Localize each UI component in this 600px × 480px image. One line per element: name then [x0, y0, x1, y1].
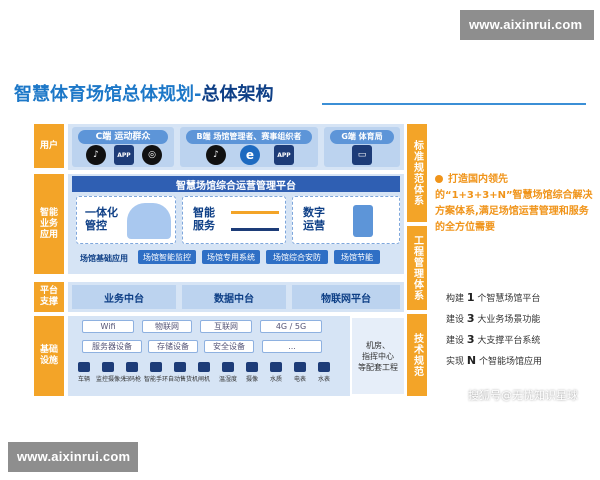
rail-engineering: 工程管理体系 — [407, 226, 427, 310]
tiktok-icon: ♪ — [206, 145, 226, 165]
ie-icon: e — [240, 145, 260, 165]
infra-storage: 存储设备 — [148, 340, 198, 353]
infra-security: 安全设备 — [204, 340, 254, 353]
highlight-text: 打造国内领先的“1+3+3+N”智慧场馆综合解决方案体系,满足场馆运营管理和服务… — [435, 174, 593, 233]
chip-security: 场馆综合安防 — [266, 250, 328, 264]
slide-title: 智慧体育场馆总体规划-总体架构 — [14, 84, 274, 105]
gate-icon — [231, 211, 279, 231]
card-g-end: G端 体育局 ▭ — [324, 127, 400, 167]
business-middle: 业务中台 — [72, 285, 176, 309]
turnstile-icon: 闸机 — [192, 362, 216, 383]
bullet-icon — [435, 175, 443, 183]
thermometer-icon: 温湿度 — [216, 362, 240, 383]
architecture-slide: 智慧体育场馆总体规划-总体架构 用户 智能 业务 应用 平台 支撑 基础 设施 … — [0, 70, 600, 406]
infra-server: 服务器设备 — [82, 340, 142, 353]
infra-iot: 物联网 — [142, 320, 192, 333]
label-infra: 基础 设施 — [34, 316, 64, 396]
app-icon: APP — [114, 145, 134, 165]
card-b-end: B端 场馆管理者、赛事组织者 ♪ e APP — [180, 127, 318, 167]
module-digital-ops: 数字 运营 — [292, 196, 400, 244]
platform-bar: 智慧场馆综合运营管理平台 — [72, 176, 400, 192]
video-icon: 摄像 — [240, 362, 264, 383]
camera-icon: 监控摄像头 — [96, 362, 126, 383]
chip-energy: 场馆节能 — [334, 250, 380, 264]
stat-item: 建设 3 大业务场景功能 — [446, 312, 541, 325]
scanner-icon: 扫码枪 — [120, 362, 144, 383]
vehicle-icon: 车辆 — [72, 362, 96, 383]
label-user: 用户 — [34, 124, 64, 168]
display-icon: ▭ — [352, 145, 372, 165]
watermark-top: www.aixinrui.com — [460, 10, 594, 40]
card-c-end: C端 运动群众 ♪ APP ◎ — [72, 127, 174, 167]
wristband-icon: 智能手环 — [144, 362, 168, 383]
stats-list: 构建 1 个智慧场馆平台 建设 3 大业务场景功能 建设 3 大支撑平台系统 实… — [446, 288, 542, 372]
data-middle: 数据中台 — [182, 285, 286, 309]
basic-apps-label: 场馆基础应用 — [80, 254, 128, 263]
app-icon: APP — [274, 145, 294, 165]
meter-icon: 电表 — [288, 362, 312, 383]
tiktok-icon: ♪ — [86, 145, 106, 165]
module-integrated-control: 一体化 管控 — [76, 196, 176, 244]
water-quality-icon: 水质 — [264, 362, 288, 383]
phone-icon — [353, 205, 373, 237]
chip-special-system: 场馆专用系统 — [202, 250, 260, 264]
module-smart-service: 智能 服务 — [182, 196, 286, 244]
vending-icon: 自动售货机 — [168, 362, 198, 383]
wechat-icon: ◎ — [142, 145, 162, 165]
signature: 搜狐号@无忧知识星球 — [468, 389, 578, 402]
stat-item: 建设 3 大支撑平台系统 — [446, 333, 541, 346]
water-meter-icon: 水表 — [312, 362, 336, 383]
iot-platform: 物联网平台 — [292, 285, 400, 309]
machine-room: 机房、 指挥中心 等配套工程 — [352, 318, 404, 394]
rail-tech: 技术规范 — [407, 314, 427, 396]
title-underline — [322, 103, 586, 105]
stat-item: 实现 N 个智能场馆应用 — [446, 354, 542, 367]
infra-4g5g: 4G / 5G — [260, 320, 322, 333]
cloud-icon — [127, 203, 171, 239]
watermark-bottom: www.aixinrui.com — [8, 442, 138, 472]
stat-item: 构建 1 个智慧场馆平台 — [446, 291, 541, 304]
label-platform: 平台 支撑 — [34, 282, 64, 312]
infra-more: ... — [262, 340, 322, 353]
label-smart-app: 智能 业务 应用 — [34, 174, 64, 274]
rail-standards: 标准规范体系 — [407, 124, 427, 222]
infra-wifi: Wifi — [82, 320, 134, 333]
infra-internet: 互联网 — [200, 320, 252, 333]
chip-monitoring: 场馆智能监控 — [138, 250, 196, 264]
